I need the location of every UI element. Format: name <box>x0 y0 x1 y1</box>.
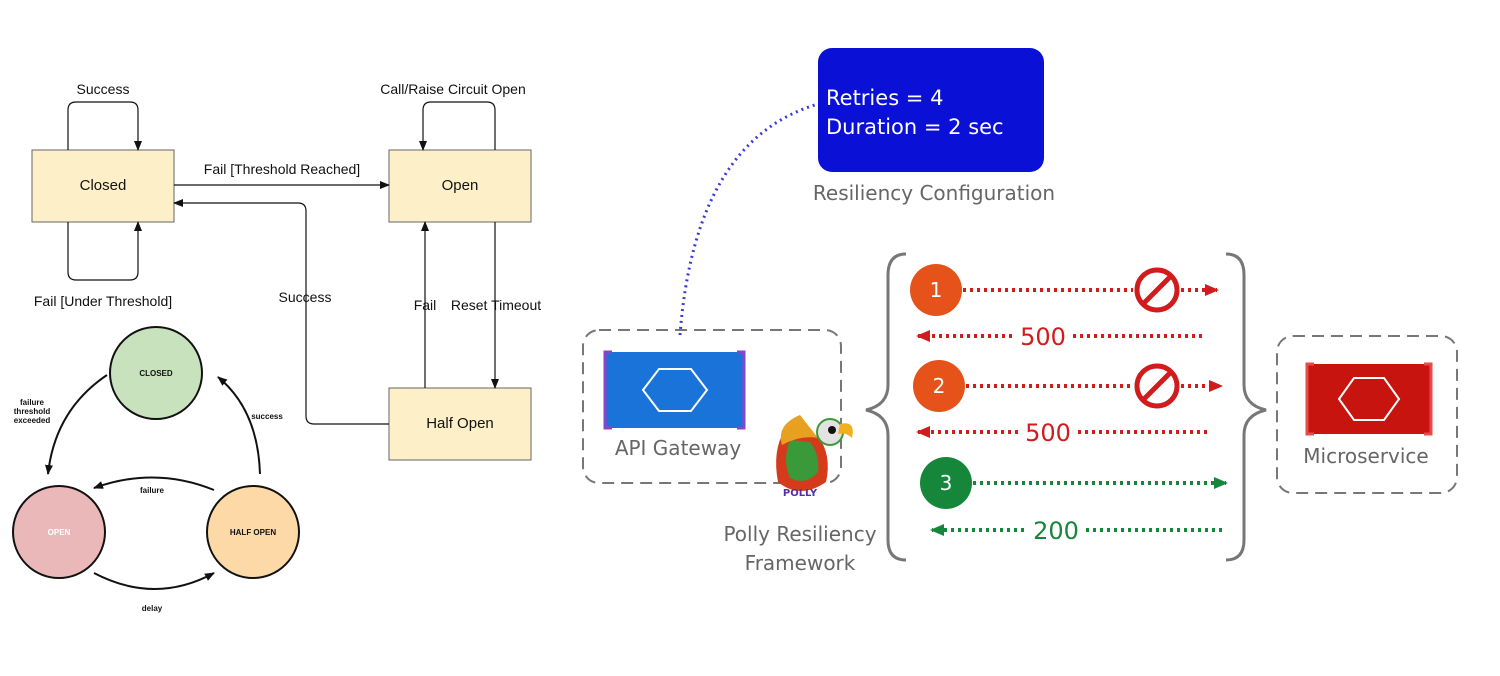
closed-under-threshold-label: Fail [Under Threshold] <box>34 293 172 309</box>
polly-logo-text: POLLY <box>783 488 818 499</box>
config-duration: Duration = 2 sec <box>826 115 1004 139</box>
circle-closed-label: CLOSED <box>139 369 173 378</box>
hexagon-icon <box>1337 377 1401 421</box>
circle-closed-state <box>109 326 203 420</box>
circle-success-label: success <box>251 412 283 421</box>
open-state-box <box>388 149 532 223</box>
open-self-label: Call/Raise Circuit Open <box>380 81 526 97</box>
config-link-line <box>678 102 819 336</box>
closed-to-open-label: Fail [Threshold Reached] <box>204 161 360 177</box>
polly-parrot-icon <box>776 415 853 491</box>
api-gateway-label: API Gateway <box>615 436 742 460</box>
api-gateway-right-bracket <box>737 350 746 430</box>
closed-state-label: Closed <box>80 177 127 194</box>
polly-framework-label-1: Polly Resiliency <box>723 522 876 546</box>
circle-success-arrow <box>217 376 261 475</box>
attempt-1-number: 1 <box>930 278 943 302</box>
microservice-icon <box>1307 364 1431 434</box>
circle-threshold-label-3: exceeded <box>14 416 51 425</box>
closed-state-box <box>31 149 175 223</box>
microservice-right-bracket <box>1424 362 1433 436</box>
open-to-half-open-label: Reset Timeout <box>451 297 541 313</box>
attempt-3-response-code: 200 <box>1033 517 1079 545</box>
blocked-icon <box>1134 363 1180 409</box>
circle-delay-label: delay <box>142 604 163 613</box>
circle-open-label: OPEN <box>48 528 71 537</box>
circle-delay-arrow <box>93 572 215 590</box>
state-machine-diagram: Closed Open Half Open Success Fail [Unde… <box>31 81 541 461</box>
attempt-1-badge <box>910 264 962 316</box>
circle-half-open-label: HALF OPEN <box>230 528 276 537</box>
polly-framework-label-2: Framework <box>745 551 856 575</box>
config-caption: Resiliency Configuration <box>813 181 1055 205</box>
attempt-2-badge <box>913 360 965 412</box>
half-open-state-label: Half Open <box>426 415 494 432</box>
resiliency-config-box <box>818 48 1044 172</box>
half-open-state-box <box>388 387 532 461</box>
attempt-1-response-code: 500 <box>1020 323 1066 351</box>
blocked-icon <box>1134 267 1180 313</box>
circle-failure-label: failure <box>140 486 165 495</box>
microservice-label: Microservice <box>1303 444 1428 468</box>
left-brace <box>865 252 907 562</box>
attempt-3-badge <box>920 457 972 509</box>
closed-success-loop <box>67 101 142 151</box>
hexagon-icon <box>641 368 709 412</box>
attempt-3-number: 3 <box>940 471 953 495</box>
microservice-frame <box>1276 335 1458 494</box>
circle-threshold-label-1: failure <box>20 398 45 407</box>
circle-failure-arrow <box>93 476 215 491</box>
api-gateway-left-bracket <box>603 350 612 430</box>
half-open-to-open-label: Fail <box>414 297 437 313</box>
half-open-to-closed-arrow <box>173 199 389 425</box>
open-self-loop <box>419 101 496 151</box>
half-open-to-closed-label: Success <box>279 289 332 305</box>
closed-under-threshold-loop <box>67 221 142 281</box>
microservice-left-bracket <box>1305 362 1314 436</box>
closed-success-label: Success <box>77 81 130 97</box>
attempt-2-number: 2 <box>933 374 946 398</box>
attempt-2-response-code: 500 <box>1025 419 1071 447</box>
circle-threshold-arrow <box>45 374 108 475</box>
config-retries: Retries = 4 <box>826 86 943 110</box>
circle-threshold-label-2: threshold <box>14 407 51 416</box>
circle-state-diagram: CLOSED OPEN HALF OPEN failure threshold … <box>12 326 300 613</box>
circle-open-state <box>12 485 106 579</box>
open-state-label: Open <box>442 177 479 194</box>
api-gateway-frame <box>582 329 842 484</box>
polly-resiliency-diagram: Retries = 4 Duration = 2 sec Resiliency … <box>582 48 1458 575</box>
api-gateway-icon <box>605 352 744 428</box>
circle-half-open-state <box>206 485 300 579</box>
right-brace <box>1225 252 1267 562</box>
